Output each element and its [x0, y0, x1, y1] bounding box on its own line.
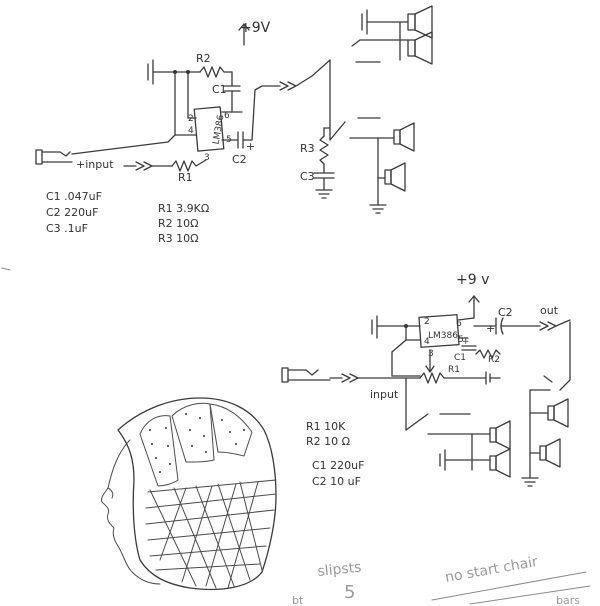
pin-4: 4: [188, 126, 194, 136]
resistor-r1-2: [419, 372, 487, 384]
resistor-r2: [199, 66, 233, 78]
supply-9v-1: [238, 23, 250, 46]
label-c2: C2: [232, 153, 247, 166]
capacitor-c3: [313, 163, 335, 191]
label-r1-2: R1: [448, 365, 460, 375]
note-1: slipsts: [317, 559, 362, 580]
scan-mark: [1, 267, 11, 271]
capacitor-c1-2: [457, 337, 477, 351]
part-c3: C3 .1uF: [46, 222, 88, 235]
label-c1-2: C1: [454, 353, 466, 363]
part-c2-2: C2 10 uF: [312, 475, 361, 488]
cap-outline: [117, 397, 277, 591]
ground-symbol: [521, 477, 539, 487]
part-r1: R1 3.9KΩ: [158, 202, 209, 215]
input-label-1: +input: [76, 158, 114, 171]
c1-plus: +: [462, 337, 470, 347]
supply-label-2: +9 v: [456, 272, 489, 288]
part-r3: R3 10Ω: [158, 232, 199, 245]
c2-plus: +: [246, 140, 255, 153]
note-4: bt: [292, 594, 304, 606]
part-c1-2: C1 220uF: [312, 459, 364, 472]
speaker-icon: [393, 122, 415, 152]
battery-symbol: [371, 315, 421, 339]
label-r2: R2: [196, 52, 211, 65]
strike-line: [469, 585, 591, 605]
speaker-icon: [539, 438, 561, 468]
circuit-1: R2 C1 LM386 2 4 6 5 3 +9V: [35, 5, 433, 245]
input-label-2: input: [370, 388, 399, 401]
input-jack-1: [35, 149, 73, 165]
pin-2: 2: [424, 317, 430, 327]
part-r2-2: R2 10 Ω: [306, 435, 350, 448]
pin-5: 5: [458, 335, 464, 345]
c2-plus: +: [486, 322, 495, 335]
label-r3: R3: [300, 142, 315, 155]
speaker-icon: [407, 31, 433, 65]
supply-label-1: +9V: [240, 20, 271, 36]
strike-line: [431, 571, 587, 601]
coil-strip: [171, 402, 215, 463]
pin-6: 6: [456, 319, 462, 329]
circuit-2: +9 v LM386 2 4 6 5 3 + C1: [281, 272, 571, 488]
pin-4: 4: [424, 337, 430, 347]
pin-2: 2: [188, 114, 194, 124]
resistor-r1: [171, 159, 207, 172]
resistor-r2-2: [475, 349, 501, 359]
coil-strip: [209, 403, 253, 457]
coil-dots: [149, 413, 245, 473]
battery-symbol: [439, 449, 491, 471]
resistor-r3: [319, 135, 329, 165]
supply-9v-2: [468, 295, 480, 319]
pin-3: 3: [204, 153, 210, 163]
ground-symbol: [315, 189, 333, 199]
pin-6: 6: [224, 111, 230, 121]
speaker-icon: [384, 162, 406, 192]
pin-3: 3: [428, 349, 434, 359]
speaker-icon: [547, 398, 569, 428]
faint-notes: slipsts 5 bt no start chair bars: [292, 554, 591, 606]
head-sketch: [101, 397, 277, 591]
label-c3: C3: [300, 170, 315, 183]
label-c2-2: C2: [498, 306, 513, 319]
capacitor-c1: [223, 71, 241, 113]
label-c1: C1: [212, 83, 227, 96]
face-profile: [101, 439, 161, 585]
speaker-icon: [489, 420, 511, 450]
part-c1: C1 .047uF: [46, 190, 102, 203]
label-r2-2: R2: [488, 355, 500, 365]
eye-line: [107, 487, 114, 499]
note-2: 5: [344, 582, 355, 603]
note-3: no start chair: [444, 554, 539, 586]
part-r2: R2 10Ω: [158, 217, 199, 230]
input-jack-2: [281, 367, 331, 383]
capacitor-c2: [221, 131, 253, 149]
speaker-icon: [489, 448, 511, 478]
chip-lm386-2: LM386: [418, 314, 460, 348]
label-r1: R1: [178, 171, 193, 184]
part-r1-2: R1 10K: [306, 420, 346, 433]
coil-strip: [139, 415, 179, 487]
capacitor-c2-2: [495, 317, 541, 335]
chip-label: LM386: [428, 331, 458, 341]
out-label: out: [540, 304, 559, 317]
mesh-pattern: [145, 479, 277, 589]
ground-symbol: [369, 204, 387, 214]
part-c2: C2 220uF: [46, 206, 98, 219]
battery-top-right: [361, 9, 409, 35]
note-5: bars: [556, 594, 580, 606]
chip-lm386-1: LM386: [193, 106, 227, 152]
